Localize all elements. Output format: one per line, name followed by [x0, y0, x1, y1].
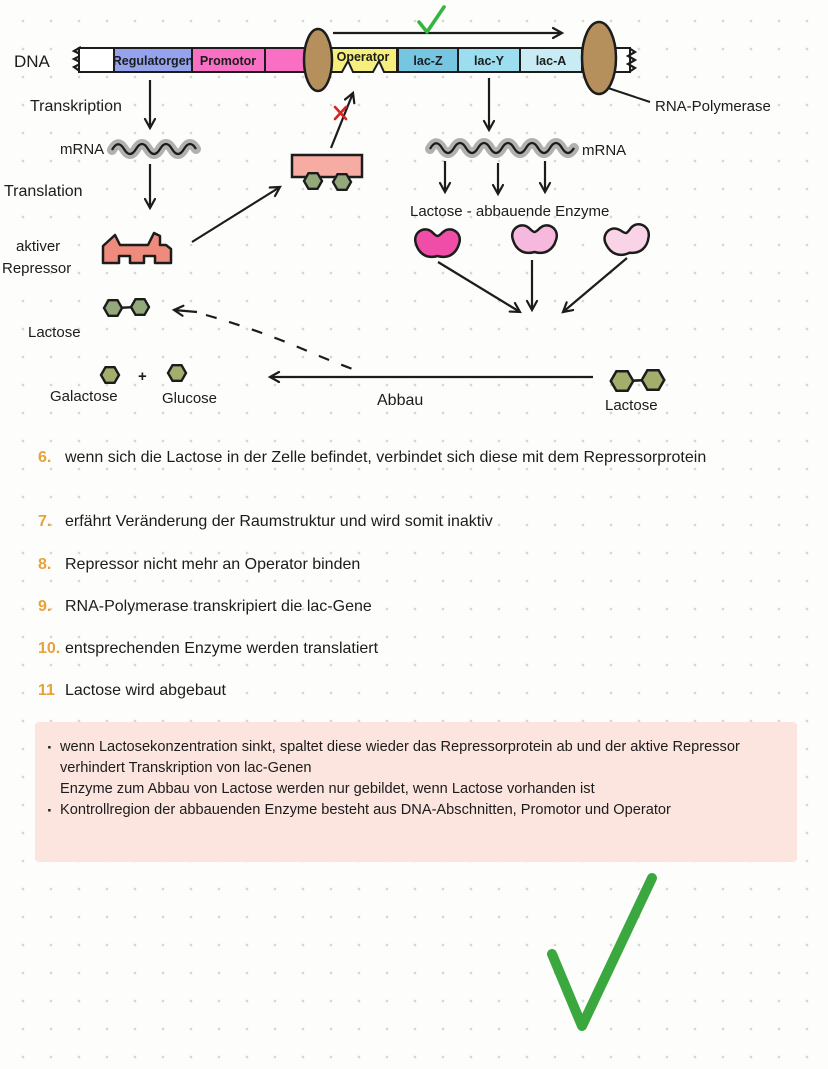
lactose-hexagon — [129, 298, 151, 316]
blocked-binding-arrow — [329, 90, 356, 149]
operator-label: Operator — [337, 50, 390, 64]
big-checkmark-icon — [547, 873, 657, 1031]
dna-strand: Regulatorgen Promotor Operator lac-Z lac… — [71, 46, 638, 73]
lactose-molecule-right — [609, 369, 666, 392]
note-text: Enzyme zum Abbau von Lactose werden nur … — [60, 781, 595, 797]
note-item: · wenn Lactosekonzentration sinkt, spalt… — [47, 737, 781, 779]
rna-polymerase-leader-line — [607, 87, 651, 103]
step-text: erfährt Veränderung der Raumstruktur und… — [65, 513, 493, 530]
lactose-right-label: Lactose — [605, 397, 658, 414]
lactose-hexagon — [331, 172, 353, 192]
galactose-label: Galactose — [50, 388, 118, 405]
dna-torn-end-left — [71, 46, 85, 73]
step-item-11: 11 Lactose wird abgebaut — [38, 679, 758, 702]
abbau-label: Abbau — [377, 392, 423, 409]
step-item-6: 6. wenn sich die Lactose in der Zelle be… — [38, 446, 758, 469]
glucose-label: Glucose — [162, 390, 217, 407]
step-text: entsprechenden Enzyme werden translatier… — [65, 640, 379, 657]
laca-label: lac-A — [536, 54, 567, 68]
step-text: wenn sich die Lactose in der Zelle befin… — [65, 449, 707, 466]
lactose-hexagon — [302, 171, 324, 191]
step-text: RNA-Polymerase transkripiert die lac-Gen… — [65, 598, 372, 615]
repressor-to-complex-arrow — [191, 185, 282, 243]
lactose-hexagon — [102, 299, 124, 317]
lactose-return-arrow — [171, 304, 198, 317]
step-number: 7. — [38, 513, 52, 530]
rna-polymerase-label: RNA-Polymerase — [655, 98, 771, 115]
enzyme-action-arrow — [561, 257, 628, 314]
step-number: 6. — [38, 449, 52, 466]
lactose-hexagon — [609, 370, 635, 392]
step-item-7: 7. erfährt Veränderung der Raumstruktur … — [38, 510, 758, 533]
enzymes-heading: Lactose - abbauende Enzyme — [410, 203, 609, 220]
step-number: 10. — [38, 640, 61, 657]
active-repressor-label-line2: Repressor — [2, 260, 71, 277]
dashed-recycle-line — [205, 313, 359, 373]
small-checkmark-icon — [417, 5, 446, 34]
enzyme-shape-2 — [510, 224, 559, 255]
mrna-right-squiggle — [425, 138, 579, 158]
red-cross-icon — [333, 105, 348, 121]
lacy-label: lac-Y — [474, 54, 505, 68]
lactose-left-label: Lactose — [28, 324, 81, 341]
rna-polymerase-oval — [580, 20, 618, 96]
dna-blank-segment-left — [78, 47, 115, 73]
note-text: Kontrollregion der abbauenden Enzyme bes… — [60, 802, 671, 818]
galactose-hexagon — [99, 366, 121, 384]
note-text: wenn Lactosekonzentration sinkt, spaltet… — [60, 739, 740, 776]
step-text: Lactose wird abgebaut — [65, 682, 226, 699]
plus-sign: + — [138, 368, 147, 385]
note-item: Enzyme zum Abbau von Lactose werden nur … — [47, 779, 781, 800]
dna-torn-end-right — [625, 47, 638, 73]
enzyme-shape-3 — [603, 223, 650, 257]
active-repressor-label-line1: aktiver — [16, 238, 60, 255]
lacy-segment — [457, 47, 521, 73]
lactose-molecule-left — [102, 298, 151, 317]
step-number: 9. — [38, 598, 52, 615]
summary-note-box: · wenn Lactosekonzentration sinkt, spalt… — [35, 722, 797, 862]
blocking-protein-oval — [302, 27, 334, 93]
promotor-label: Promotor — [200, 54, 256, 68]
step-item-8: 8. Repressor nicht mehr an Operator bind… — [38, 553, 758, 576]
glucose-hexagon — [166, 364, 188, 382]
note-bullet: · — [47, 801, 53, 820]
lacz-segment — [397, 47, 459, 73]
enzyme-action-arrow — [437, 261, 522, 314]
step-item-9: 9. RNA-Polymerase transkripiert die lac-… — [38, 595, 758, 618]
transcription-label: Transkription — [30, 98, 122, 115]
mrna-left-squiggle — [107, 139, 201, 159]
dna-label: DNA — [14, 52, 51, 71]
regulatorgen-label: Regulatorgen — [113, 54, 194, 68]
enzyme-shape-1 — [413, 228, 462, 259]
lactose-hexagon — [640, 369, 666, 391]
step-text: Repressor nicht mehr an Operator binden — [65, 556, 361, 573]
note-bullet: · — [47, 738, 53, 757]
mrna-right-label: mRNA — [582, 142, 626, 159]
note-item: · Kontrollregion der abbauenden Enzyme b… — [47, 800, 781, 821]
repressor-lactose-complex — [290, 153, 364, 192]
translation-label: Translation — [4, 183, 83, 200]
inactive-repressor-shape — [290, 153, 364, 179]
active-repressor-shape — [101, 231, 173, 265]
step-item-10: 10. entsprechenden Enzyme werden transla… — [38, 637, 758, 660]
mrna-left-label: mRNA — [60, 141, 104, 158]
lacz-label: lac-Z — [413, 54, 443, 68]
step-number: 11 — [38, 682, 55, 699]
step-number: 8. — [38, 556, 52, 573]
lac-operon-diagram: Regulatorgen Promotor Operator lac-Z lac… — [2, 5, 771, 414]
